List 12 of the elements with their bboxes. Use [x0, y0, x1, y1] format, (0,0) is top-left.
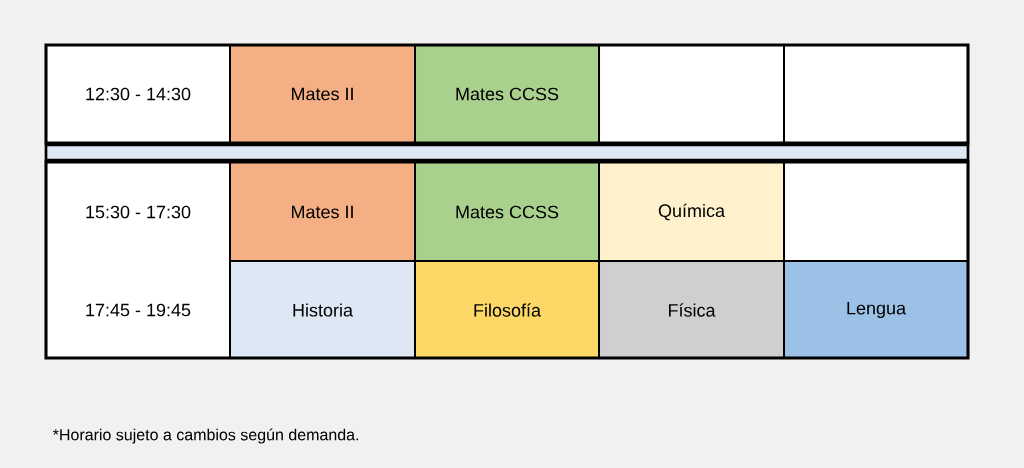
table-cell: Mates II: [229, 44, 416, 144]
table-cell: Mates CCSS: [414, 44, 600, 144]
table-cell: Física: [598, 260, 785, 359]
table-cell: 12:30 - 14:30: [45, 44, 231, 144]
table-cell: Química: [598, 161, 785, 262]
table-cell: Historia: [229, 260, 416, 359]
table-cell: 17:45 - 19:45: [86, 303, 191, 317]
table-cell: Mates II: [229, 161, 416, 262]
footnote: *Horario sujeto a cambios según demanda.: [52, 428, 359, 444]
table-cell: Lengua: [783, 260, 969, 359]
table-cell: Mates CCSS: [414, 161, 600, 262]
table-cell: Filosofía: [414, 260, 600, 359]
